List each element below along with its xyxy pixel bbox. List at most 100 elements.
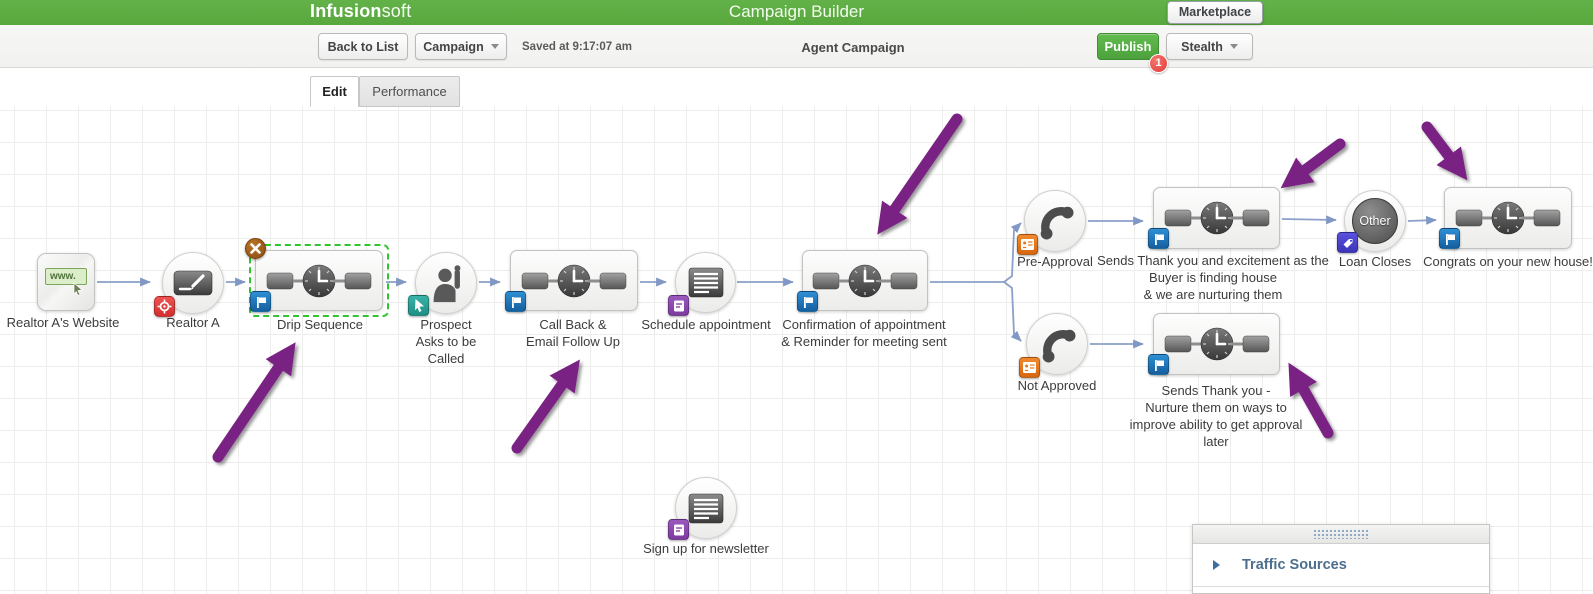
logo-light: soft bbox=[381, 1, 412, 21]
purple-arrow-callback bbox=[511, 359, 580, 454]
publish-count-badge: 1 bbox=[1149, 54, 1168, 73]
phone-icon bbox=[1040, 206, 1074, 240]
campaign-name: Agent Campaign bbox=[801, 40, 905, 55]
flag-badge bbox=[250, 291, 271, 312]
purple-arrow-confirmation bbox=[877, 113, 963, 235]
annotation-arrows bbox=[212, 113, 1468, 463]
node-label: Realtor A bbox=[166, 315, 220, 330]
node-label: Confirmation of appointment & Reminder f… bbox=[781, 317, 947, 349]
node-sends-nurture-sequence[interactable] bbox=[1153, 313, 1280, 375]
node-label: Prospect Asks to be Called bbox=[415, 317, 477, 366]
purple-arrow-sends-excitement bbox=[1280, 138, 1346, 189]
node-realtor-website[interactable]: www. bbox=[37, 253, 95, 311]
flag-icon bbox=[256, 296, 266, 308]
node-sends-excitement-sequence[interactable] bbox=[1153, 187, 1280, 249]
phone-icon bbox=[1042, 329, 1076, 363]
target-icon bbox=[157, 299, 172, 314]
www-icon: www. bbox=[45, 268, 87, 285]
saved-status: Saved at 9:17:07 am bbox=[522, 41, 632, 53]
notes-document-icon bbox=[688, 267, 723, 298]
campaign-toolbar: Back to List Campaign Saved at 9:17:07 a… bbox=[0, 25, 1593, 73]
caret-down-icon bbox=[1229, 44, 1238, 49]
contact-badge bbox=[1019, 357, 1040, 378]
x-glyph bbox=[250, 243, 261, 254]
purple-arrow-congrats bbox=[1421, 121, 1468, 181]
node-label: Congrats on your new house! bbox=[1423, 254, 1593, 269]
close-icon[interactable] bbox=[245, 238, 266, 259]
edit-note-icon bbox=[173, 270, 213, 296]
node-label: Sends Thank you and excitement as the Bu… bbox=[1097, 253, 1329, 302]
purple-arrow-drip bbox=[212, 342, 296, 463]
sequence-icon bbox=[1164, 327, 1269, 361]
cursor-arrow-icon bbox=[73, 282, 83, 296]
traffic-sources-label: Traffic Sources bbox=[1242, 557, 1347, 573]
traffic-sources-panel: Traffic Sources bbox=[1192, 524, 1490, 594]
pointer-icon bbox=[414, 299, 424, 312]
sequence-icon bbox=[266, 264, 372, 297]
node-drip-sequence[interactable] bbox=[255, 250, 383, 311]
tag-badge bbox=[1337, 232, 1358, 253]
contact-card-icon bbox=[1023, 362, 1036, 373]
panel-drag-handle[interactable] bbox=[1193, 525, 1489, 544]
node-label: Schedule appointment bbox=[641, 317, 771, 332]
node-confirmation-sequence[interactable] bbox=[802, 250, 928, 311]
node-label: Not Approved bbox=[1017, 378, 1097, 393]
back-to-list-button[interactable]: Back to List bbox=[318, 33, 408, 60]
publish-button[interactable]: Publish bbox=[1097, 33, 1159, 60]
node-label: Call Back & Email Follow Up bbox=[526, 317, 620, 349]
campaign-dropdown[interactable]: Campaign bbox=[415, 33, 507, 60]
connector-lines bbox=[97, 215, 1437, 349]
flag-badge bbox=[797, 291, 818, 312]
node-label: Pre-Approval bbox=[1017, 254, 1093, 269]
goal-target-badge bbox=[154, 296, 175, 317]
expand-triangle-icon bbox=[1213, 560, 1220, 570]
node-label: Loan Closes bbox=[1338, 254, 1412, 269]
flag-badge bbox=[1439, 228, 1460, 249]
node-label: Realtor A's Website bbox=[6, 315, 120, 330]
tab-bar: Edit Performance bbox=[0, 68, 1593, 107]
form-icon bbox=[673, 300, 684, 311]
traffic-sources-row[interactable]: Traffic Sources bbox=[1193, 544, 1489, 587]
infusionsoft-logo: Infusionsoft bbox=[310, 1, 411, 22]
campaign-canvas[interactable]: www. Realtor A's Website Realtor A bbox=[0, 106, 1593, 594]
flag-icon bbox=[511, 296, 521, 308]
sequence-icon bbox=[521, 264, 627, 297]
notes-document-icon bbox=[688, 493, 724, 523]
node-label: Sends Thank you - Nurture them on ways t… bbox=[1129, 383, 1303, 449]
form-badge bbox=[668, 295, 689, 316]
flag-badge bbox=[1148, 228, 1169, 249]
sequence-icon bbox=[1164, 201, 1269, 235]
form-icon bbox=[673, 524, 684, 535]
logo-bold: Infusion bbox=[310, 1, 382, 21]
person-raising-hand-icon bbox=[433, 265, 461, 303]
selection-border bbox=[249, 244, 389, 317]
flag-icon bbox=[1154, 359, 1164, 371]
campaign-dropdown-label: Campaign bbox=[423, 39, 484, 54]
marketplace-button[interactable]: Marketplace bbox=[1167, 1, 1263, 24]
stealth-dropdown[interactable]: Stealth bbox=[1166, 33, 1253, 60]
flag-badge bbox=[505, 291, 526, 312]
drag-dots-icon bbox=[1313, 529, 1369, 539]
node-schedule-appointment[interactable] bbox=[675, 252, 736, 313]
cursor-badge bbox=[408, 295, 429, 316]
node-call-back-sequence[interactable] bbox=[510, 250, 638, 311]
node-label: Drip Sequence bbox=[277, 317, 363, 332]
flag-badge bbox=[1148, 354, 1169, 375]
sequence-icon bbox=[1455, 201, 1561, 235]
stealth-dropdown-label: Stealth bbox=[1181, 39, 1223, 54]
flag-icon bbox=[803, 296, 813, 308]
tag-icon bbox=[1343, 239, 1353, 248]
tab-edit[interactable]: Edit bbox=[310, 76, 359, 107]
flag-icon bbox=[1445, 233, 1455, 245]
page-title: Campaign Builder bbox=[728, 2, 865, 21]
contact-badge bbox=[1017, 234, 1038, 255]
node-label: Sign up for newsletter bbox=[643, 541, 769, 556]
tab-performance[interactable]: Performance bbox=[359, 76, 460, 107]
other-goal-icon: Other bbox=[1352, 198, 1398, 244]
caret-down-icon bbox=[490, 44, 499, 49]
app-header-bar: Infusionsoft Campaign Builder Marketplac… bbox=[0, 0, 1593, 25]
node-congrats-sequence[interactable] bbox=[1444, 187, 1572, 249]
form-badge bbox=[668, 519, 689, 540]
flag-icon bbox=[1154, 233, 1164, 245]
contact-card-icon bbox=[1021, 239, 1034, 250]
